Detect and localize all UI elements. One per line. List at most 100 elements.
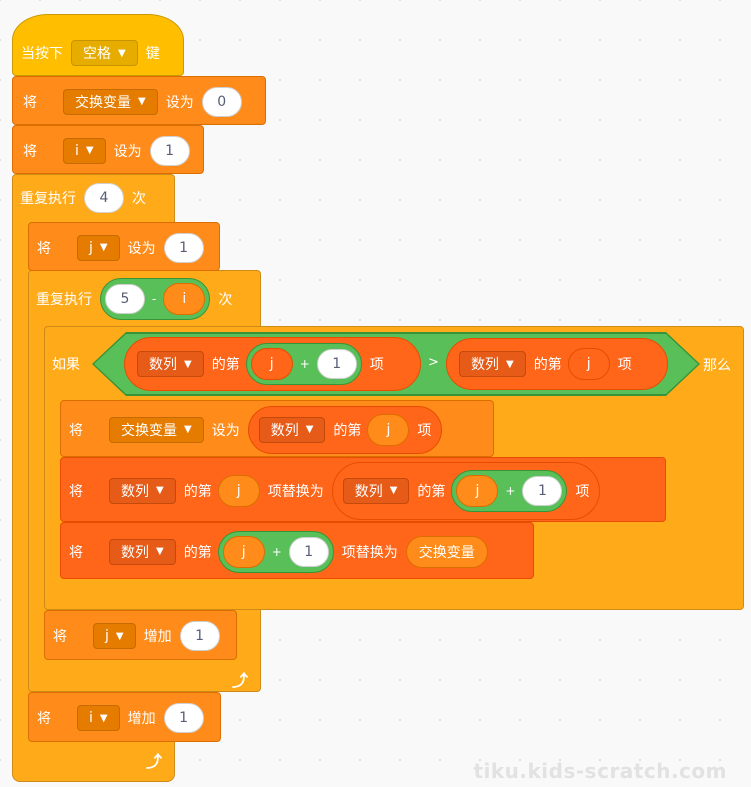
value-input[interactable]: 0 xyxy=(201,86,242,117)
list-dropdown[interactable]: 数列 ▼ xyxy=(258,416,326,443)
list-name: 数列 xyxy=(270,422,299,439)
caret-down-icon: ▼ xyxy=(99,242,108,253)
caret-down-icon: ▼ xyxy=(305,424,314,435)
set-i-block[interactable]: 将 i ▼ 设为 1 xyxy=(12,125,204,174)
add-operator[interactable]: j + 1 xyxy=(451,469,568,512)
caret-down-icon: ▼ xyxy=(389,485,398,496)
replace-item-block-2[interactable]: 将 数列 ▼ 的第 j + 1 项替换为 交换变量 xyxy=(60,522,534,579)
add-operator[interactable]: j + 1 xyxy=(217,530,334,573)
loop-arrow-icon: ⤴ xyxy=(146,752,163,771)
replace-with-label: 项替换为 xyxy=(341,544,398,561)
list-name: 数列 xyxy=(354,483,383,500)
caret-down-icon: ▼ xyxy=(138,96,146,107)
caret-down-icon: ▼ xyxy=(85,145,94,156)
item-of-list-reporter[interactable]: 数列 ▼ 的第 j + 1 项 xyxy=(331,461,601,520)
to-label: 设为 xyxy=(165,94,194,111)
item-of-list-right[interactable]: 数列 ▼ 的第 j 项 xyxy=(446,338,668,390)
variable-reporter-temp[interactable]: 交换变量 xyxy=(405,535,488,568)
value-input[interactable]: 1 xyxy=(163,703,204,733)
replace-item-block-1[interactable]: 将 数列 ▼ 的第 j 项替换为 数列 ▼ 的第 j + 1 项 xyxy=(60,457,666,522)
when-key-label: 当按下 xyxy=(21,46,63,62)
list-dropdown[interactable]: 数列 ▼ xyxy=(137,351,204,377)
set-label: 将 xyxy=(53,629,67,645)
set-label: 将 xyxy=(23,94,37,111)
variable-dropdown-temp[interactable]: 交换变量 ▼ xyxy=(63,88,158,115)
of-item-label: 的第 xyxy=(333,422,362,439)
repeat-label: 重复执行 xyxy=(20,191,76,207)
of-item-label: 的第 xyxy=(417,483,446,500)
addend-input[interactable]: 1 xyxy=(316,349,357,379)
variable-reporter-i[interactable]: i xyxy=(163,282,206,315)
set-label: 将 xyxy=(37,711,51,727)
list-dropdown[interactable]: 数列 ▼ xyxy=(109,477,176,504)
to-label: 设为 xyxy=(211,422,240,439)
add-operator[interactable]: j + 1 xyxy=(245,343,362,385)
set-j-block[interactable]: 将 j ▼ 设为 1 xyxy=(28,222,220,271)
set-label: 将 xyxy=(23,143,37,160)
set-label: 将 xyxy=(69,544,83,561)
addend-input[interactable]: 1 xyxy=(288,536,329,567)
change-by-label: 增加 xyxy=(127,711,156,727)
list-dropdown[interactable]: 数列 ▼ xyxy=(342,477,410,504)
variable-name: i xyxy=(75,142,79,159)
caret-down-icon: ▼ xyxy=(115,630,124,642)
set-label: 将 xyxy=(69,483,83,500)
to-label: 设为 xyxy=(113,143,142,160)
when-key-pressed-block[interactable]: 当按下 空格 ▼ 键 xyxy=(12,14,184,76)
value-input[interactable]: 1 xyxy=(163,232,204,263)
of-item-label: 的第 xyxy=(211,357,240,373)
variable-reporter-j[interactable]: j xyxy=(222,535,265,568)
item-label: 项 xyxy=(575,483,590,500)
times-label: 次 xyxy=(132,191,146,207)
variable-reporter-j[interactable]: j xyxy=(250,348,293,380)
caret-down-icon: ▼ xyxy=(506,358,514,370)
key-value: 空格 xyxy=(83,46,111,62)
set-temp-block[interactable]: 将 交换变量 ▼ 设为 0 xyxy=(12,76,266,125)
change-i-block[interactable]: 将 i ▼ 增加 1 xyxy=(28,692,221,742)
set-temp-to-item-block[interactable]: 将 交换变量 ▼ 设为 数列 ▼ 的第 j 项 xyxy=(60,400,494,457)
item-label: 项 xyxy=(617,357,632,373)
if-label: 如果 xyxy=(52,357,80,373)
greater-than-sign: > xyxy=(428,355,439,370)
plus-sign: + xyxy=(505,483,516,498)
caret-down-icon: ▼ xyxy=(184,424,192,435)
variable-reporter-j[interactable]: j xyxy=(456,474,499,507)
list-dropdown[interactable]: 数列 ▼ xyxy=(109,538,176,565)
variable-name: 交换变量 xyxy=(75,94,131,111)
minuend-input[interactable]: 5 xyxy=(105,283,145,314)
variable-reporter-j[interactable]: j xyxy=(367,413,410,446)
times-label: 次 xyxy=(218,291,233,308)
repeat-count-input[interactable]: 4 xyxy=(84,183,124,213)
key-dropdown[interactable]: 空格 ▼ xyxy=(71,40,138,66)
change-by-label: 增加 xyxy=(143,629,172,645)
caret-down-icon: ▼ xyxy=(156,485,164,496)
variable-dropdown-temp[interactable]: 交换变量 ▼ xyxy=(109,416,204,443)
caret-down-icon: ▼ xyxy=(99,712,108,724)
change-j-block[interactable]: 将 j ▼ 增加 1 xyxy=(44,610,237,660)
watermark: tiku.kids-scratch.com xyxy=(473,759,727,783)
variable-reporter-j[interactable]: j xyxy=(217,474,260,507)
item-of-list-reporter[interactable]: 数列 ▼ 的第 j 项 xyxy=(247,405,443,454)
addend-input[interactable]: 1 xyxy=(522,475,563,506)
item-label: 项 xyxy=(417,422,432,439)
loop-arrow-icon: ⤴ xyxy=(232,671,249,690)
variable-dropdown-j[interactable]: j ▼ xyxy=(93,623,136,649)
variable-dropdown-i[interactable]: i ▼ xyxy=(77,705,120,731)
list-dropdown[interactable]: 数列 ▼ xyxy=(459,351,526,377)
variable-reporter-j[interactable]: j xyxy=(567,348,610,380)
item-of-list-left[interactable]: 数列 ▼ 的第 j + 1 项 xyxy=(124,337,421,391)
subtract-operator[interactable]: 5 - i xyxy=(100,277,211,320)
of-item-label: 的第 xyxy=(183,483,212,500)
of-item-label: 的第 xyxy=(183,544,212,561)
variable-dropdown-j[interactable]: j ▼ xyxy=(77,234,120,261)
set-label: 将 xyxy=(69,422,83,439)
value-input[interactable]: 1 xyxy=(149,135,190,166)
value-input[interactable]: 1 xyxy=(179,621,220,651)
list-name: 数列 xyxy=(471,357,499,373)
variable-dropdown-i[interactable]: i ▼ xyxy=(63,137,106,164)
variable-name: j xyxy=(105,628,109,644)
plus-sign: + xyxy=(271,544,282,559)
caret-down-icon: ▼ xyxy=(118,47,126,59)
repeat-label: 重复执行 xyxy=(36,291,92,308)
then-label: 那么 xyxy=(703,358,731,374)
